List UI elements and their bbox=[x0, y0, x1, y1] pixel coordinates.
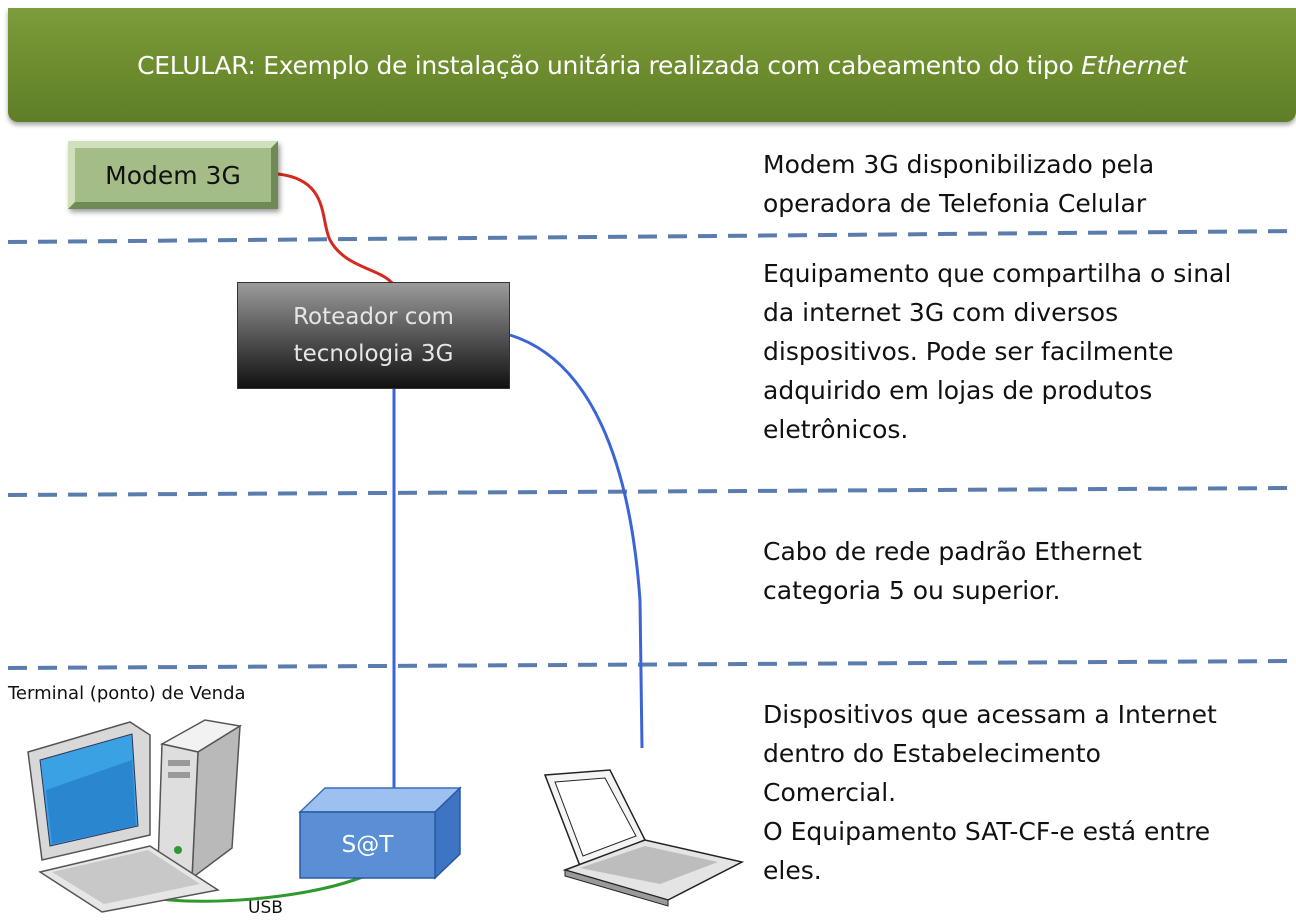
description-line: O Equipamento SAT-CF-e está entre bbox=[763, 817, 1211, 846]
description-line: dispositivos. Pode ser facilmente bbox=[763, 337, 1174, 366]
description-cable: Cabo de rede padrão Ethernet categoria 5… bbox=[763, 532, 1142, 610]
title-banner: CELULAR: Exemplo de instalação unitária … bbox=[8, 8, 1296, 122]
description-line: adquirido em lojas de produtos bbox=[763, 376, 1153, 405]
link-router-laptop bbox=[509, 333, 644, 749]
sat-device bbox=[298, 786, 462, 880]
description-line: Comercial. bbox=[763, 778, 897, 807]
banner-title: CELULAR: Exemplo de instalação unitária … bbox=[137, 51, 1187, 80]
description-devices: Dispositivos que acessam a Internet dent… bbox=[763, 695, 1217, 890]
description-modem: Modem 3G disponibilizado pela operadora … bbox=[763, 145, 1154, 223]
description-line: dentro do Estabelecimento bbox=[763, 739, 1101, 768]
description-line: operadora de Telefonia Celular bbox=[763, 189, 1147, 218]
description-line: da internet 3G com diversos bbox=[763, 298, 1119, 327]
modem-3g-box: Modem 3G bbox=[68, 141, 278, 209]
link-modem-router bbox=[277, 172, 395, 286]
description-line: Dispositivos que acessam a Internet bbox=[763, 700, 1217, 729]
divider-2 bbox=[7, 486, 1296, 497]
description-line: Cabo de rede padrão Ethernet bbox=[763, 537, 1142, 566]
description-line: eletrônicos. bbox=[763, 415, 909, 444]
description-line: Modem 3G disponibilizado pela bbox=[763, 150, 1155, 179]
usb-label: USB bbox=[248, 898, 283, 918]
banner-title-emphasis: Ethernet bbox=[1081, 50, 1187, 80]
description-line: eles. bbox=[763, 856, 822, 885]
banner-title-text: CELULAR: Exemplo de instalação unitária … bbox=[137, 50, 1082, 80]
laptop-icon bbox=[543, 769, 745, 907]
router-label-line2: tecnologia 3G bbox=[293, 340, 454, 367]
desktop-computer-icon bbox=[27, 719, 243, 913]
description-line: categoria 5 ou superior. bbox=[763, 576, 1061, 605]
sat-label: S@T bbox=[341, 832, 394, 858]
router-label-line1: Roteador com bbox=[293, 303, 454, 330]
terminal-label: Terminal (ponto) de Venda bbox=[8, 683, 246, 704]
description-router: Equipamento que compartilha o sinal da i… bbox=[763, 254, 1231, 449]
description-line: Equipamento que compartilha o sinal bbox=[763, 259, 1232, 288]
divider-1 bbox=[7, 229, 1296, 244]
router-3g-box: Roteador com tecnologia 3G bbox=[237, 282, 510, 389]
divider-3 bbox=[7, 659, 1296, 670]
